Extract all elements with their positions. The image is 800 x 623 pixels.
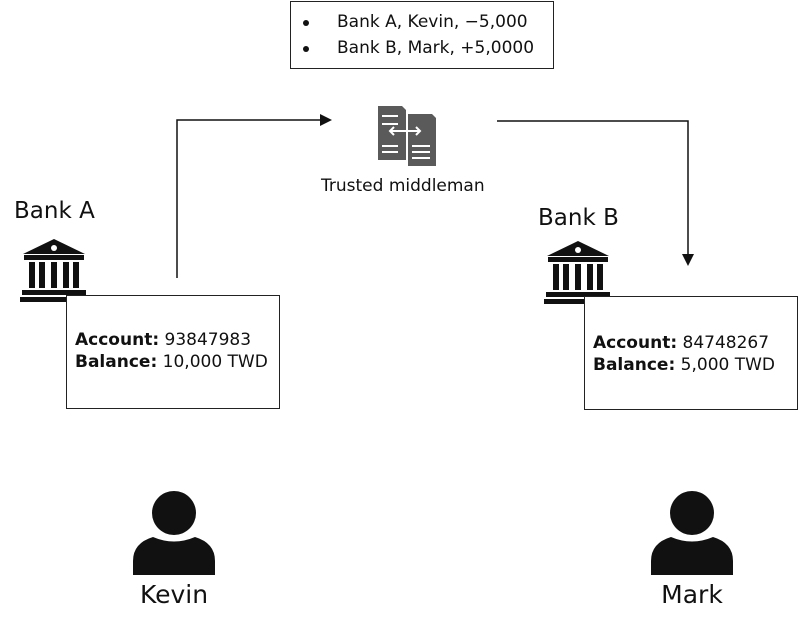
balance-label: Balance:: [593, 355, 676, 375]
bank-a-account-box: Account: 93847983 Balance: 10,000 TWD: [66, 295, 280, 409]
middleman-label: Trusted middleman: [321, 176, 485, 196]
ledger-entry-text: Bank B, Mark, +5,0000: [337, 38, 535, 58]
account-number: 93847983: [159, 330, 252, 350]
arrow-bank-a-to-middleman: [176, 114, 332, 278]
balance-row: Balance: 5,000 TWD: [593, 353, 775, 377]
bullet-icon: [303, 20, 309, 26]
ledger-box: Bank A, Kevin, −5,000 Bank B, Mark, +5,0…: [290, 1, 554, 69]
bank-a-label: Bank A: [14, 198, 95, 224]
bullet-icon: [303, 46, 309, 52]
account-label: Account:: [75, 330, 160, 350]
account-row: Account: 84748267: [593, 331, 769, 355]
person-label-mark: Mark: [661, 580, 723, 609]
ledger-entry-text: Bank A, Kevin, −5,000: [337, 12, 528, 32]
balance-label: Balance:: [75, 352, 158, 372]
mark-person-icon: [651, 491, 733, 575]
account-row: Account: 93847983: [75, 328, 251, 352]
bank-b-account-box: Account: 84748267 Balance: 5,000 TWD: [584, 296, 798, 410]
person-label-kevin: Kevin: [139, 580, 209, 609]
balance-value: 5,000 TWD: [675, 355, 776, 375]
kevin-person-icon: [133, 491, 215, 575]
arrow-middleman-to-bank-b: [497, 120, 694, 266]
balance-value: 10,000 TWD: [157, 352, 268, 372]
balance-row: Balance: 10,000 TWD: [75, 350, 268, 374]
account-label: Account:: [593, 333, 678, 353]
account-number: 84748267: [677, 333, 770, 353]
bank-b-label: Bank B: [538, 205, 619, 231]
